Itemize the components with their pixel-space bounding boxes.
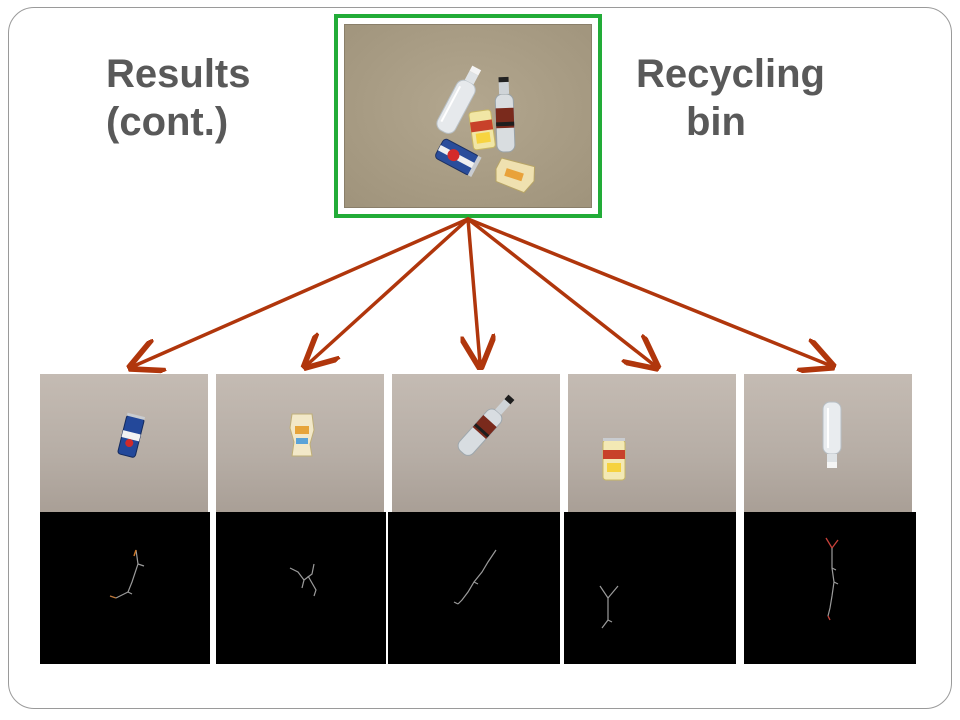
- slide-title-recycling-bin: Recycling bin: [636, 50, 825, 146]
- skeleton-dark-bottle: [388, 512, 560, 664]
- skeleton-blue-can: [40, 512, 210, 664]
- skeleton-crushed-can: [216, 512, 386, 664]
- result-photo-blue-can: [40, 374, 208, 512]
- result-photo-clear-bottle: [744, 374, 912, 512]
- title-results-line-1: Results: [106, 52, 251, 96]
- skeleton-clear-bottle: [744, 512, 916, 664]
- result-photo-dark-bottle: [392, 374, 560, 512]
- result-photo-crushed-can: [216, 374, 384, 512]
- main-recycling-bin-photo: [344, 24, 592, 208]
- title-results-line-2: (cont.): [106, 100, 229, 144]
- result-photo-yellow-can: [568, 374, 736, 512]
- skeleton-yellow-can: [564, 512, 736, 664]
- main-photo-frame: [334, 14, 602, 218]
- title-recycling-line-2: bin: [686, 100, 746, 144]
- slide-title-results: Results (cont.): [106, 50, 251, 146]
- title-recycling-line-1: Recycling: [636, 52, 825, 96]
